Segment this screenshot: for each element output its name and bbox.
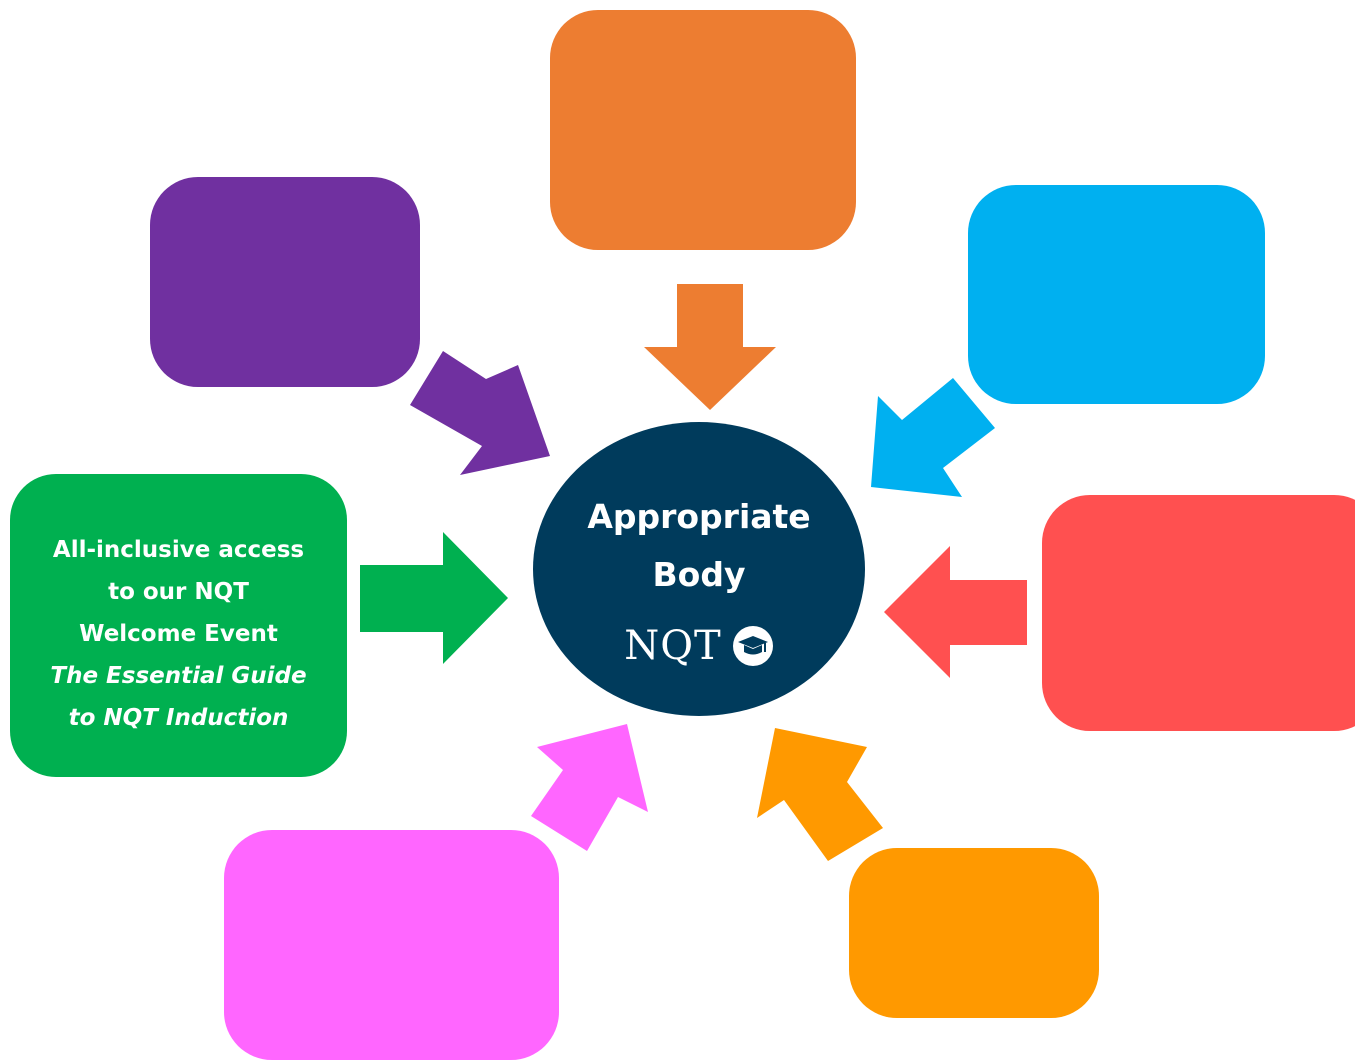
green-box-text: All-inclusive access to our NQT Welcome … [10,529,347,739]
nqt-logo: NQT [533,622,865,670]
arrow-purple [410,351,550,475]
center-title-line: Appropriate [587,497,811,536]
green-box-line: Welcome Event [79,621,278,647]
red-box [1042,495,1355,731]
arrow-pink [531,724,648,851]
arrow-blue [871,378,995,497]
arrow-amber [757,728,883,861]
blue-box [968,185,1265,404]
nqt-logo-text: NQT [624,623,722,669]
center-title: Appropriate Body [533,488,865,604]
purple-box [150,177,420,387]
green-box-italic-line: The Essential Guide [50,663,307,689]
green-box-line: All-inclusive access [52,537,305,563]
arrow-red [884,546,1027,678]
orange-box [550,10,856,250]
appropriate-body-circle: Appropriate Body NQT [533,422,865,716]
green-box-line: to our NQT [108,579,249,605]
arrow-green [360,532,508,664]
arrow-orange [644,284,776,410]
amber-box [849,848,1099,1018]
graduation-cap-icon [732,626,773,666]
green-box-italic-line: to NQT Induction [68,705,289,731]
pink-box [224,830,559,1060]
center-title-line: Body [652,555,746,594]
green-box: All-inclusive access to our NQT Welcome … [10,474,347,777]
